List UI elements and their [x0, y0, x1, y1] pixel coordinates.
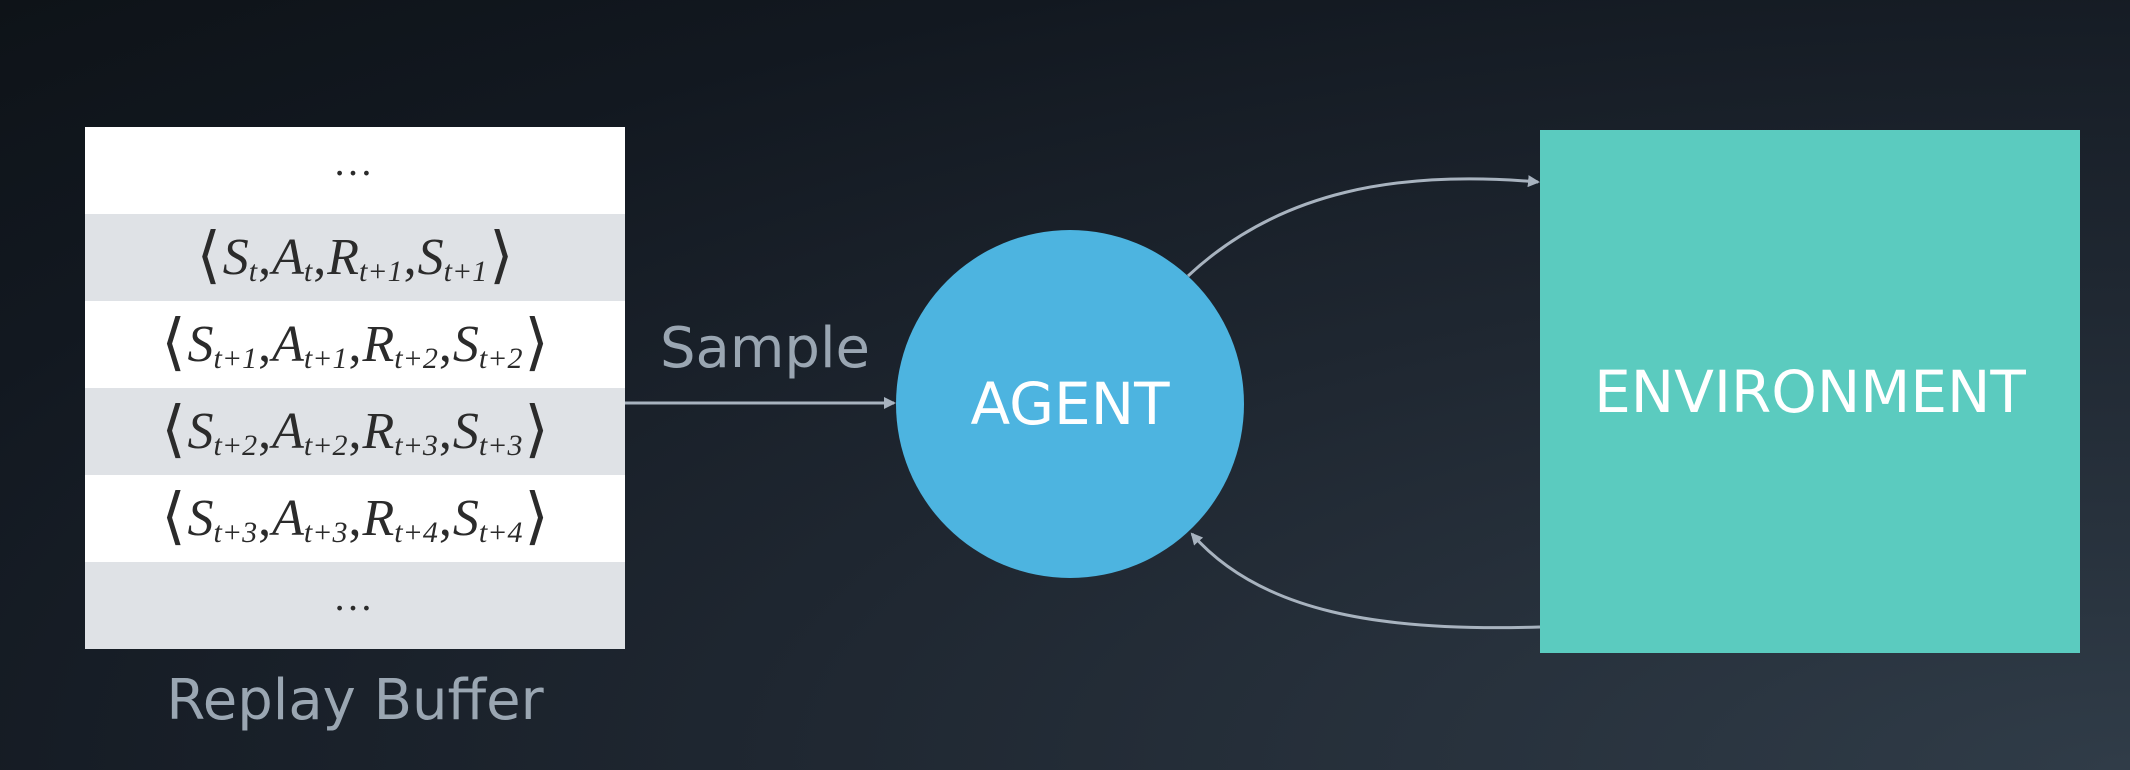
action-subscript: t+1 [303, 341, 348, 375]
reward-symbol: R [362, 316, 395, 373]
right-angle-bracket: ⟩ [489, 218, 514, 291]
left-angle-bracket: ⟨ [161, 479, 186, 552]
action-subscript: t+3 [303, 515, 348, 549]
comma: , [438, 403, 452, 460]
buffer-row-ellipsis-top: … [85, 127, 625, 214]
action-symbol: A [272, 490, 304, 547]
state-symbol: S [222, 229, 249, 286]
left-angle-bracket: ⟨ [161, 305, 186, 378]
next-state-symbol: S [452, 490, 479, 547]
reward-subscript: t+4 [394, 515, 438, 549]
state-subscript: t+2 [213, 428, 258, 462]
agent-label: AGENT [970, 370, 1170, 438]
action-subscript: t [303, 254, 313, 288]
replay-buffer-label: Replay Buffer [166, 668, 544, 733]
action-symbol: A [272, 229, 304, 286]
feedback-arrow [1190, 532, 1541, 630]
state-symbol: S [187, 490, 214, 547]
left-angle-bracket: ⟨ [161, 392, 186, 465]
reward-symbol: R [362, 403, 395, 460]
ellipsis-text: … [333, 139, 377, 184]
comma: , [348, 403, 362, 460]
right-angle-bracket: ⟩ [524, 392, 549, 465]
comma: , [258, 316, 272, 373]
comma: , [438, 316, 452, 373]
state-subscript: t [248, 254, 258, 288]
environment-node: ENVIRONMENT [1540, 130, 2080, 653]
next-state-symbol: S [452, 316, 479, 373]
next-state-symbol: S [417, 229, 444, 286]
comma: , [403, 229, 417, 286]
next-state-subscript: t+2 [478, 341, 523, 375]
state-symbol: S [187, 403, 214, 460]
reward-symbol: R [362, 490, 395, 547]
comma: , [348, 316, 362, 373]
state-subscript: t+3 [213, 515, 258, 549]
agent-node: AGENT [896, 230, 1244, 578]
comma: , [258, 490, 272, 547]
comma: , [258, 403, 272, 460]
environment-label: ENVIRONMENT [1594, 357, 2026, 426]
comma: , [438, 490, 452, 547]
action-symbol: A [272, 403, 304, 460]
comma: , [348, 490, 362, 547]
reward-subscript: t+3 [394, 428, 438, 462]
comma: , [258, 229, 272, 286]
ellipsis-text: … [333, 574, 377, 619]
action-arrow [1186, 175, 1540, 278]
next-state-symbol: S [452, 403, 479, 460]
comma: , [313, 229, 327, 286]
buffer-row-ellipsis-bottom: … [85, 562, 625, 649]
action-subscript: t+2 [303, 428, 348, 462]
reward-symbol: R [327, 229, 360, 286]
action-symbol: A [272, 316, 304, 373]
right-angle-bracket: ⟩ [524, 479, 549, 552]
right-angle-bracket: ⟩ [524, 305, 549, 378]
next-state-subscript: t+1 [443, 254, 488, 288]
next-state-subscript: t+4 [478, 515, 523, 549]
reward-subscript: t+2 [394, 341, 438, 375]
sample-label: Sample [660, 316, 870, 381]
state-symbol: S [187, 316, 214, 373]
left-angle-bracket: ⟨ [196, 218, 221, 291]
next-state-subscript: t+3 [478, 428, 523, 462]
state-subscript: t+1 [213, 341, 258, 375]
reward-subscript: t+1 [359, 254, 403, 288]
